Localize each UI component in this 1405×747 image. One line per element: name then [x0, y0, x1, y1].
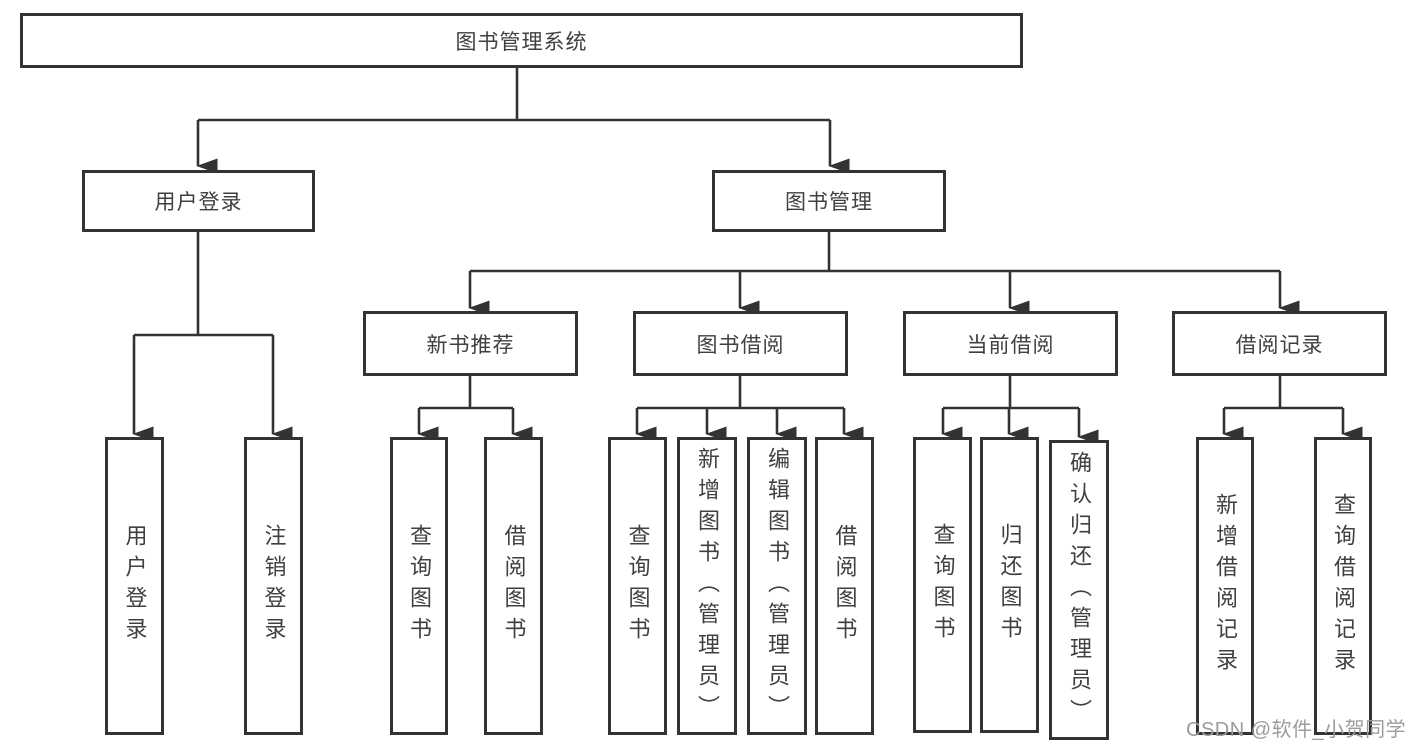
node-leaf-return-book: 归还图书 [980, 437, 1039, 733]
node-book-borrow-label: 图书借阅 [696, 333, 785, 357]
node-leaf-confirm-return-admin: 确认归还（管理员） [1049, 440, 1109, 740]
node-leaf-user-login-label: 用户登录 [122, 524, 148, 648]
node-user-login-label: 用户登录 [154, 191, 243, 214]
node-leaf-query-book-3-label: 查询图书 [930, 523, 956, 647]
node-new-book-recommend-label: 新书推荐 [426, 333, 515, 357]
node-current-borrow: 当前借阅 [903, 311, 1118, 376]
node-book-borrow: 图书借阅 [633, 311, 848, 376]
node-library-system: 图书管理系统 [20, 13, 1023, 68]
node-new-book-recommend: 新书推荐 [363, 311, 578, 376]
node-leaf-edit-book-admin: 编辑图书（管理员） [747, 437, 807, 735]
node-leaf-logout: 注销登录 [244, 437, 303, 735]
node-leaf-return-book-label: 归还图书 [997, 523, 1023, 647]
node-user-login: 用户登录 [82, 170, 315, 232]
node-leaf-add-borrow-record: 新增借阅记录 [1196, 437, 1254, 735]
node-borrow-records-label: 借阅记录 [1235, 333, 1324, 357]
node-library-system-label: 图书管理系统 [455, 30, 588, 54]
node-leaf-edit-book-admin-label: 编辑图书（管理员） [765, 446, 790, 726]
node-current-borrow-label: 当前借阅 [966, 333, 1055, 357]
node-leaf-confirm-return-admin-label: 确认归还（管理员） [1067, 450, 1092, 730]
node-leaf-query-book-3: 查询图书 [913, 437, 972, 733]
node-leaf-query-book-2: 查询图书 [608, 437, 667, 735]
node-borrow-records: 借阅记录 [1172, 311, 1387, 376]
node-leaf-query-borrow-record: 查询借阅记录 [1314, 437, 1372, 735]
node-leaf-logout-label: 注销登录 [261, 524, 287, 648]
node-book-management: 图书管理 [712, 170, 946, 232]
node-leaf-query-book-2-label: 查询图书 [625, 524, 651, 648]
node-leaf-borrow-book-1-label: 借阅图书 [501, 524, 527, 648]
node-leaf-add-borrow-record-label: 新增借阅记录 [1213, 493, 1238, 679]
node-leaf-add-book-admin: 新增图书（管理员） [677, 437, 737, 735]
node-leaf-borrow-book-2-label: 借阅图书 [832, 524, 858, 648]
node-leaf-query-borrow-record-label: 查询借阅记录 [1331, 493, 1356, 679]
node-leaf-query-book-1: 查询图书 [390, 437, 448, 735]
node-book-management-label: 图书管理 [785, 191, 873, 214]
node-leaf-add-book-admin-label: 新增图书（管理员） [695, 446, 720, 726]
node-leaf-user-login: 用户登录 [105, 437, 164, 735]
node-leaf-query-book-1-label: 查询图书 [407, 524, 432, 648]
node-leaf-borrow-book-1: 借阅图书 [484, 437, 543, 735]
node-leaf-borrow-book-2: 借阅图书 [815, 437, 874, 735]
csdn-watermark: CSDN @软件_小贺同学 [1186, 719, 1405, 741]
